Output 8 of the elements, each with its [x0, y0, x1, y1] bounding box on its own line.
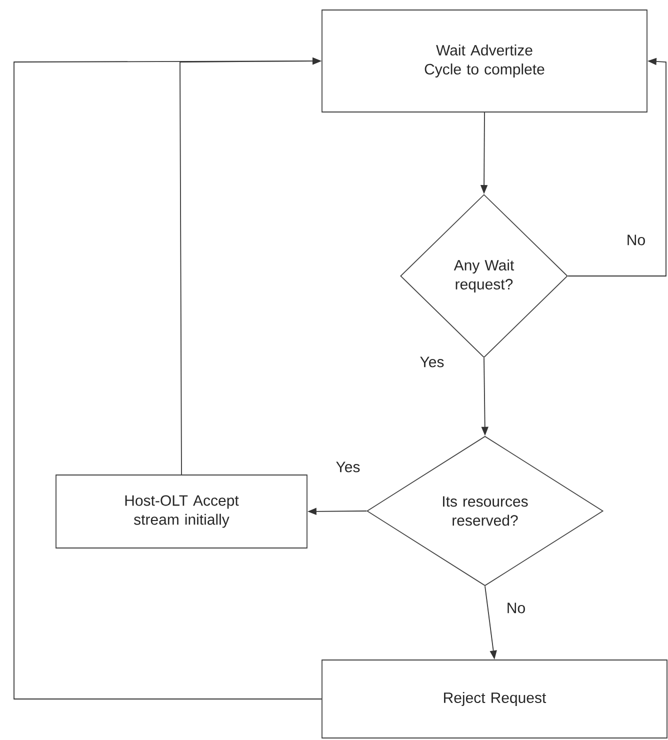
- process-box: Wait Advertize Cycle to complete: [322, 10, 648, 112]
- edge-label: No: [505, 602, 527, 614]
- edge-label: No: [625, 234, 647, 246]
- process-box: Host-OLT Accept stream initially: [56, 474, 308, 548]
- process-box: Reject Request: [322, 660, 668, 738]
- edge-label: Yes: [334, 460, 362, 474]
- edge-label: Yes: [418, 356, 446, 368]
- arrow: [14, 57, 322, 700]
